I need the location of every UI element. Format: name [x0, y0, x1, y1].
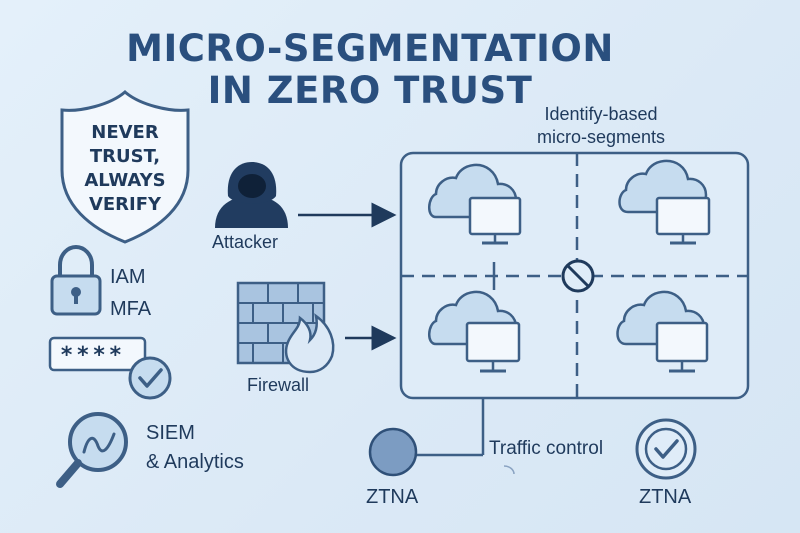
password-mask: **** [60, 343, 125, 368]
segment-top-left [428, 163, 522, 245]
traffic-control-label: Traffic control [489, 438, 604, 459]
hacker-icon [215, 162, 288, 228]
ztna-left-label: ZTNA [366, 486, 419, 508]
shield-line-3: ALWAYS [84, 170, 166, 191]
check-icon [128, 356, 172, 400]
segments-label-line2: micro-segments [536, 127, 666, 147]
segments-label-line1: Identify-based [544, 104, 658, 124]
segment-bottom-left [428, 290, 521, 373]
shield-text: NEVER TRUST, ALWAYS VERIFY [60, 121, 190, 217]
ztna-node-icon [368, 427, 418, 477]
monitor-icon [465, 321, 521, 373]
mfa-label: MFA [110, 298, 152, 320]
segment-bottom-right [616, 290, 709, 373]
magnifier-icon [56, 412, 128, 488]
page-title-line1: MICRO-SEGMENTATION [126, 27, 614, 70]
page-title-line2: IN ZERO TRUST [207, 69, 533, 112]
flame-icon [284, 313, 335, 374]
attacker-label: Attacker [212, 232, 279, 252]
iam-label: IAM [110, 266, 146, 288]
shield-line-4: VERIFY [88, 194, 162, 215]
shield-line-2: TRUST, [89, 146, 161, 167]
traffic-arc [503, 465, 515, 475]
blocked-icon [561, 259, 595, 293]
lock-icon [50, 244, 102, 316]
siem-label-line1: SIEM [146, 422, 195, 444]
segment-top-right [618, 159, 711, 245]
monitor-icon [468, 196, 522, 245]
shield-line-1: NEVER [91, 122, 159, 143]
ztna-right-label: ZTNA [639, 486, 692, 508]
monitor-icon [655, 196, 711, 245]
password-field [48, 336, 147, 372]
ztna-check-icon [635, 418, 697, 480]
monitor-icon [655, 321, 709, 373]
shield-icon [60, 90, 190, 244]
siem-label-line2: & Analytics [146, 451, 244, 473]
firewall-label: Firewall [247, 375, 310, 395]
